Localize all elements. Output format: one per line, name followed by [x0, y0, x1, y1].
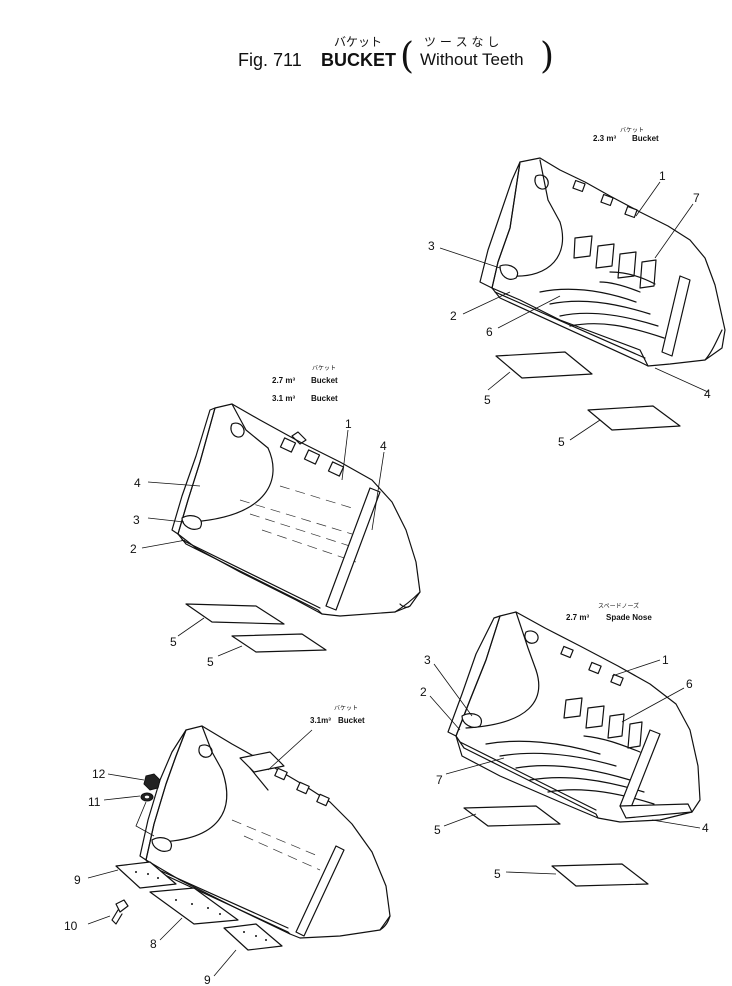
callout-1: 1 [345, 417, 352, 431]
callout-5: 5 [434, 823, 441, 837]
view-2-7-3-1-bucket: バケット 2.7 m³ Bucket 3.1 m³ Bucket [130, 365, 421, 669]
caption-capacity-2: 3.1 m³ [272, 394, 295, 403]
callout-1: 1 [659, 169, 666, 183]
callout-3: 3 [133, 513, 140, 527]
rib-set [539, 235, 665, 339]
callout-7: 7 [436, 773, 443, 787]
wear-plate [587, 405, 681, 431]
callout-2: 2 [420, 685, 427, 699]
paren-right: ) [540, 36, 554, 77]
callout-5: 5 [170, 635, 177, 649]
title-main: BUCKET [321, 50, 396, 70]
callout-4: 4 [702, 821, 709, 835]
callout-9: 9 [74, 873, 81, 887]
leader-lines [429, 659, 701, 875]
edge-plate-9-left [115, 861, 177, 889]
callout-2: 2 [130, 542, 137, 556]
washer-11 [140, 792, 154, 802]
callout-2: 2 [450, 309, 457, 323]
caption-capacity: 2.7 m³ [566, 613, 589, 622]
caption-label: Spade Nose [606, 613, 652, 622]
nut-12 [143, 773, 161, 791]
leader-lines [141, 429, 385, 657]
callout-7: 7 [693, 191, 700, 205]
callout-6: 6 [686, 677, 693, 691]
assembly-line [135, 801, 155, 837]
subtitle: Without Teeth [420, 50, 524, 69]
wear-plate [185, 603, 285, 625]
callout-1: 1 [662, 653, 669, 667]
caption-label-2: Bucket [311, 394, 338, 403]
subtitle-japanese: ツ ー ス な し [424, 35, 499, 49]
caption-capacity: 2.3 m³ [593, 134, 616, 143]
callout-10: 10 [64, 919, 78, 933]
paren-left: ( [400, 36, 414, 77]
wear-plate [231, 633, 327, 653]
callout-3: 3 [428, 239, 435, 253]
leader-lines [87, 729, 313, 977]
caption-jp: スペードノーズ [598, 602, 639, 610]
callout-8: 8 [150, 937, 157, 951]
bucket-drawing [447, 611, 701, 823]
callout-numbers: 1 4 4 3 2 5 5 [130, 417, 387, 669]
figure-title: Fig. 711 バケット BUCKET ( ツ ー ス な し Without… [238, 35, 554, 77]
callout-6: 6 [486, 325, 493, 339]
bucket-drawing [479, 157, 726, 367]
callout-5: 5 [484, 393, 491, 407]
figure-number: Fig. 711 [238, 50, 302, 70]
wear-plate [463, 805, 561, 827]
callout-5b: 5 [558, 435, 565, 449]
bolt-10 [111, 899, 129, 925]
callout-numbers: 1 6 3 2 7 5 4 5 [420, 653, 709, 881]
view-2-3-bucket: バケット 2.3 m³ Bucket [428, 127, 726, 449]
bucket-drawing [139, 725, 391, 939]
caption-label: Bucket [311, 376, 338, 385]
wear-plate [495, 351, 593, 379]
callout-4: 4 [704, 387, 711, 401]
leader-lines [439, 181, 709, 441]
caption-label: Bucket [632, 134, 659, 143]
callout-numbers: 12 11 9 10 8 9 [64, 767, 211, 986]
callout-12: 12 [92, 767, 106, 781]
callout-5b: 5 [494, 867, 501, 881]
callout-numbers: 1 7 3 2 6 5 4 5 [428, 169, 711, 449]
caption-capacity: 3.1m³ [310, 716, 331, 725]
caption-jp: バケット [312, 365, 336, 372]
callout-4: 4 [380, 439, 387, 453]
callout-11: 11 [88, 795, 101, 809]
view-3-1-bucket-bolt-on: バケット 3.1m³ Bucket [64, 705, 391, 986]
callout-5b: 5 [207, 655, 214, 669]
bucket-drawing [171, 403, 421, 617]
view-spade-nose: スペードノーズ 2.7 m³ Spade Nose [420, 602, 709, 887]
edge-plate-8-center [149, 887, 239, 925]
caption-label: Bucket [338, 716, 365, 725]
callout-3: 3 [424, 653, 431, 667]
callout-4b: 4 [134, 476, 141, 490]
wear-plate [551, 863, 649, 887]
edge-plate-9-right [223, 923, 283, 951]
caption-capacity: 2.7 m³ [272, 376, 295, 385]
caption-jp: バケット [620, 127, 644, 134]
caption-jp: バケット [334, 705, 358, 712]
title-japanese: バケット [334, 35, 382, 49]
callout-9b: 9 [204, 973, 211, 986]
